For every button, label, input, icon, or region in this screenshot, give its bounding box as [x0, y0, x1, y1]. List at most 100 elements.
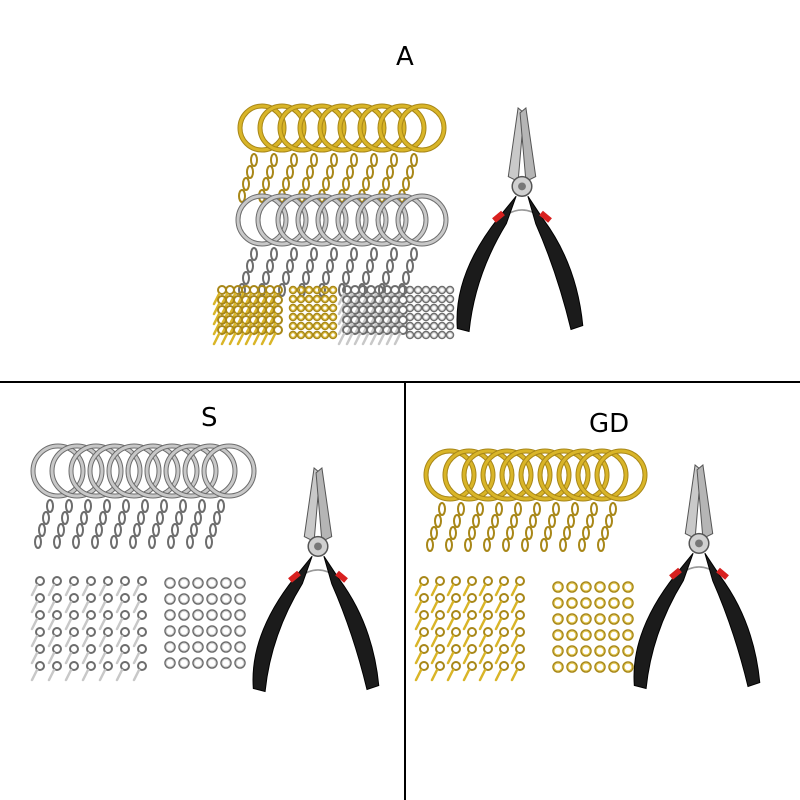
jump-ring-shine	[165, 594, 175, 604]
chain-link	[468, 526, 476, 540]
jump-ring	[164, 641, 176, 653]
eye-pin-loop	[52, 593, 62, 603]
jump-ring-shine	[207, 626, 217, 636]
jump-ring	[220, 577, 232, 589]
jump-ring	[608, 629, 620, 641]
jump-ring	[445, 294, 455, 304]
jump-ring	[405, 285, 415, 295]
jump-ring	[328, 312, 338, 322]
jump-ring	[594, 645, 606, 657]
eye-pin-shaft	[446, 617, 455, 631]
eye-pin-shaft	[228, 292, 237, 306]
jump-ring-shine	[235, 642, 245, 652]
jump-ring	[566, 581, 578, 593]
pliers-handle-left	[456, 195, 517, 333]
jump-ring-shine	[581, 582, 591, 592]
chain-link	[370, 153, 378, 167]
chain-link	[282, 271, 290, 285]
jump-ring-shine	[322, 314, 328, 320]
pliers	[252, 467, 380, 693]
eye-pin-loop	[467, 661, 477, 671]
jump-ring-shine	[207, 594, 217, 604]
eye-pin-shaft	[98, 583, 107, 597]
eye-pin-shaft	[64, 583, 73, 597]
jump-ring	[312, 330, 322, 340]
jump-ring-shine	[193, 578, 203, 588]
pliers-collar-right	[539, 210, 552, 223]
pliers-rivet	[518, 182, 526, 191]
eye-pin-shaft	[345, 302, 354, 316]
jump-ring-shine	[314, 296, 320, 302]
jump-ring	[192, 609, 204, 621]
jump-ring-shine	[165, 626, 175, 636]
jump-ring-shine	[553, 646, 563, 656]
jump-ring-shine	[595, 582, 605, 592]
eye-pin-shaft	[510, 600, 519, 614]
eye-pin-shaft	[115, 600, 124, 614]
jump-ring	[220, 657, 232, 669]
jump-ring	[566, 645, 578, 657]
jump-ring-shine	[423, 323, 429, 329]
pliers-collar-left	[492, 210, 505, 223]
jump-ring-shine	[314, 332, 320, 338]
jump-ring-shine	[179, 658, 189, 668]
chain-link	[453, 514, 461, 528]
chain-link	[491, 514, 499, 528]
eye-pin-shaft	[244, 332, 253, 346]
jump-ring	[206, 641, 218, 653]
jump-ring-shine	[415, 305, 421, 311]
jump-ring-shine	[322, 332, 328, 338]
eye-pin-shaft	[212, 292, 221, 306]
chain-link	[590, 502, 598, 516]
panel-s-label: S	[201, 403, 218, 433]
eye-pin-shaft	[30, 583, 39, 597]
eye-pin-loop	[86, 610, 96, 620]
jump-ring	[328, 330, 338, 340]
eye-pin-shaft	[414, 600, 423, 614]
jump-ring	[413, 294, 423, 304]
keyring	[164, 444, 218, 498]
jump-ring-shine	[623, 646, 633, 656]
eye-pin-loop	[103, 627, 113, 637]
eye-pin-loop	[467, 576, 477, 586]
chain-link	[171, 523, 179, 537]
jump-ring-shine	[623, 662, 633, 672]
keyring	[338, 104, 386, 152]
jump-ring-shine	[179, 594, 189, 604]
jump-ring-shine	[290, 323, 296, 329]
gold-jump-rings	[552, 581, 634, 673]
eye-pin-loop	[273, 315, 283, 325]
eye-pin-loop	[69, 644, 79, 654]
chain-link	[53, 535, 61, 549]
chain-link	[472, 514, 480, 528]
jump-ring-shine	[235, 594, 245, 604]
chain-link	[61, 511, 69, 525]
eye-pin-shaft	[64, 651, 73, 665]
eye-pin-loop	[499, 627, 509, 637]
jump-ring	[445, 285, 455, 295]
eye-pin-loop	[435, 627, 445, 637]
chain-link	[514, 502, 522, 516]
eye-pin-shaft	[377, 292, 386, 306]
jump-ring-shine	[306, 314, 312, 320]
eye-pin-loop	[137, 661, 147, 671]
keyring	[278, 104, 326, 152]
eye-pin-shaft	[81, 668, 90, 682]
eye-pin-shaft	[252, 332, 261, 346]
keyring	[398, 104, 446, 152]
eye-pin-shaft	[236, 292, 245, 306]
jump-ring-shine	[431, 314, 437, 320]
eye-pin-shaft	[30, 600, 39, 614]
eye-pin-loop	[451, 610, 461, 620]
eye-pin-loop	[435, 661, 445, 671]
jump-ring-shine	[193, 610, 203, 620]
jump-ring	[304, 321, 314, 331]
jump-ring-shine	[322, 323, 328, 329]
chain-link	[179, 499, 187, 513]
jump-ring	[445, 321, 455, 331]
eye-pin-shaft	[414, 634, 423, 648]
jump-ring	[304, 330, 314, 340]
chain-link	[386, 259, 394, 273]
chain-link	[346, 259, 354, 273]
jump-ring	[164, 577, 176, 589]
